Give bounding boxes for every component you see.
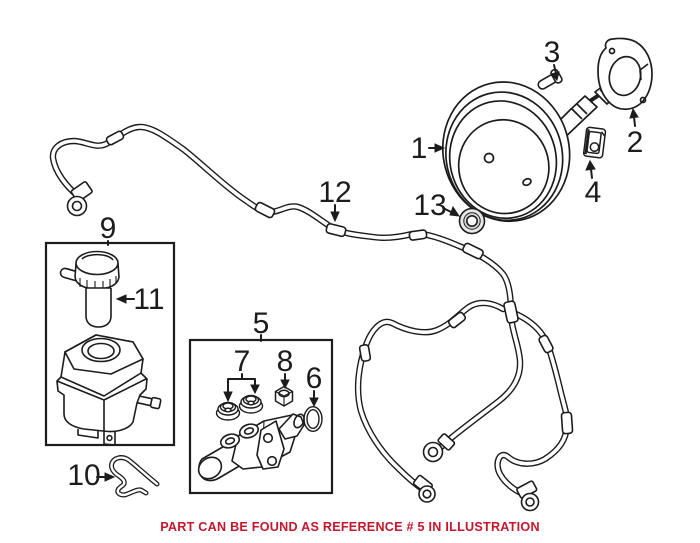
hose-sleeves [105,130,574,435]
hose-end-fittings [66,181,540,512]
callout-10: 10 [67,459,100,492]
retaining-bracket [582,126,607,159]
callout-9: 9 [100,212,117,245]
branch-hose-down [436,312,524,452]
reservoir-group [44,241,176,447]
callout-4: 4 [585,176,602,209]
footer-note: PART CAN BE FOUND AS REFERENCE # 5 IN IL… [160,520,540,534]
callout-numbers: 1 2 3 4 5 6 7 8 9 10 11 12 13 [67,36,643,492]
callout-arrows [96,64,639,482]
callout-1: 1 [411,132,428,165]
branch-hose-right [494,310,571,497]
callout-8: 8 [277,345,294,378]
callout-12: 12 [318,176,351,209]
callout-7: 7 [234,345,251,378]
reservoir-grommet-b [238,394,264,414]
callout-3: 3 [544,36,561,69]
brake-booster [441,79,630,223]
o-ring [303,406,323,433]
master-cylinder-group [188,338,334,495]
fluid-reservoir-tank [56,334,162,446]
hose-junction [503,300,519,324]
mounting-nut [274,385,294,407]
callout-11: 11 [133,283,164,316]
callout-2: 2 [627,126,644,159]
booster-gasket [597,37,653,111]
grommet-seal [458,207,486,235]
callout-5: 5 [253,307,270,340]
retaining-clip [109,455,160,498]
callout-13: 13 [413,189,446,222]
reservoir-cap-filter [59,250,120,328]
callout-6: 6 [306,362,323,395]
master-cylinder-body [197,413,305,482]
reservoir-grommet-a [215,401,241,421]
fitting-down-end [437,433,456,451]
